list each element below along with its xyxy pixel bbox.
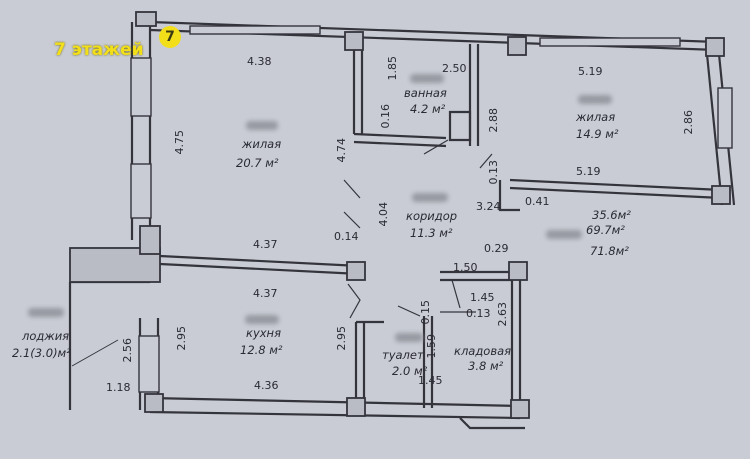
column-bottom-2 [346,397,366,417]
room-living2-name: жилая [576,110,616,124]
dim-label: 1.50 [453,261,478,274]
dim-label: 2.86 [682,110,695,135]
room-living1-area: 20.7 м² [236,156,279,170]
dim-label: 1.59 [425,334,438,359]
wall-living2-bottom [509,178,723,200]
dim-label: 5.19 [578,65,603,78]
column-bottom-3 [510,399,530,419]
window-left-mid [130,163,152,219]
dim-label: 2.95 [175,326,188,351]
total-living-area: 35.6м² [592,208,631,222]
door-swing-bath [423,139,449,155]
column-top-1 [344,31,364,51]
dim-label: 1.45 [470,291,495,304]
total-area-with-loggia: 71.8м² [590,244,629,258]
column-left-pier-top [139,225,161,255]
dim-label: 2.63 [496,302,509,327]
room-storage-name: кладовая [454,344,512,358]
room-corridor-name: коридор [406,209,458,223]
dim-label: 0.13 [487,160,500,185]
blurred-number [245,315,279,324]
dim-label: 2.50 [442,62,467,75]
blurred-number [412,193,448,202]
column-top-left [135,11,157,27]
dim-label: 0.16 [379,104,392,129]
room-loggia-name: лоджия [22,329,70,343]
blurred-number [246,121,278,130]
blurred-number [546,230,582,239]
dim-label: 1.45 [418,374,443,387]
room-living2-area: 14.9 м² [576,127,619,141]
blurred-number [28,308,64,317]
dim-label: 4.37 [253,287,278,300]
wall-toilet-left [354,322,366,408]
column-mid [346,261,366,281]
window-left-lower [138,335,160,393]
dim-label: 4.75 [173,130,186,155]
door-swing-toilet [397,305,421,317]
blurred-number [410,74,444,83]
column-top-right [705,37,725,57]
dim-label: 0.14 [334,230,359,243]
room-living1-name: жилая [242,137,282,151]
window-top-right [539,37,681,47]
door-swing-living2 [479,153,493,169]
room-kitchen-name: кухня [246,326,281,340]
blurred-number [395,333,423,342]
window-top-left [189,25,321,35]
room-corridor-area: 11.3 м² [410,226,453,240]
wall-bath-right [468,44,480,146]
dim-label: 4.38 [247,55,272,68]
room-loggia-area: 2.1(3.0)м² [12,346,71,360]
wall-bottom-step [459,417,525,430]
total-area: 69.7м² [586,223,625,237]
logo-icon: 7 [159,26,181,48]
room-toilet-area: 2.0 м² [392,364,428,378]
dim-label: 4.04 [377,202,390,227]
door-swing-storage [440,279,476,313]
room-storage-area: 3.8 м² [468,359,504,373]
blurred-number [578,95,612,104]
wall-bath-left [352,40,364,134]
window-right [717,87,733,149]
dim-label: 3.24 [476,200,501,213]
dim-label: 4.37 [253,238,278,251]
wall-bottom [149,396,521,420]
dim-label: 1.18 [106,381,131,394]
door-swing-kitchen [347,283,361,319]
dim-label: 0.29 [484,242,509,255]
wall-mid-left [159,254,361,276]
dim-label: 0.41 [525,195,550,208]
room-kitchen-area: 12.8 м² [240,343,283,357]
room-bathroom-name: ванная [404,86,447,100]
dim-label: 5.19 [576,165,601,178]
dim-label: 2.56 [121,338,134,363]
column-bottom-1 [144,393,164,413]
dim-label: 1.85 [386,56,399,81]
bath-fixture [448,110,472,142]
column-storage [508,261,528,281]
column-top-2 [507,36,527,56]
dim-label: 0.15 [419,300,432,325]
dim-label: 4.74 [335,138,348,163]
column-right-bottom [711,185,731,205]
wall-storage-right [510,272,522,408]
floors-badge: 7 этажей [54,40,144,60]
leader-loggia [71,339,119,367]
room-toilet-name: туалет [382,348,424,362]
room-bathroom-area: 4.2 м² [410,102,446,116]
wall-toilet-right [422,316,434,408]
wall-bath-bottom [353,132,447,148]
window-left-upper [130,57,152,117]
door-swing-living1 [343,179,361,229]
dim-label: 2.88 [487,108,500,133]
dim-label: 0.13 [466,307,491,320]
dim-label: 4.36 [254,379,279,392]
dim-label: 2.95 [335,326,348,351]
wall-living2-step [498,180,520,212]
